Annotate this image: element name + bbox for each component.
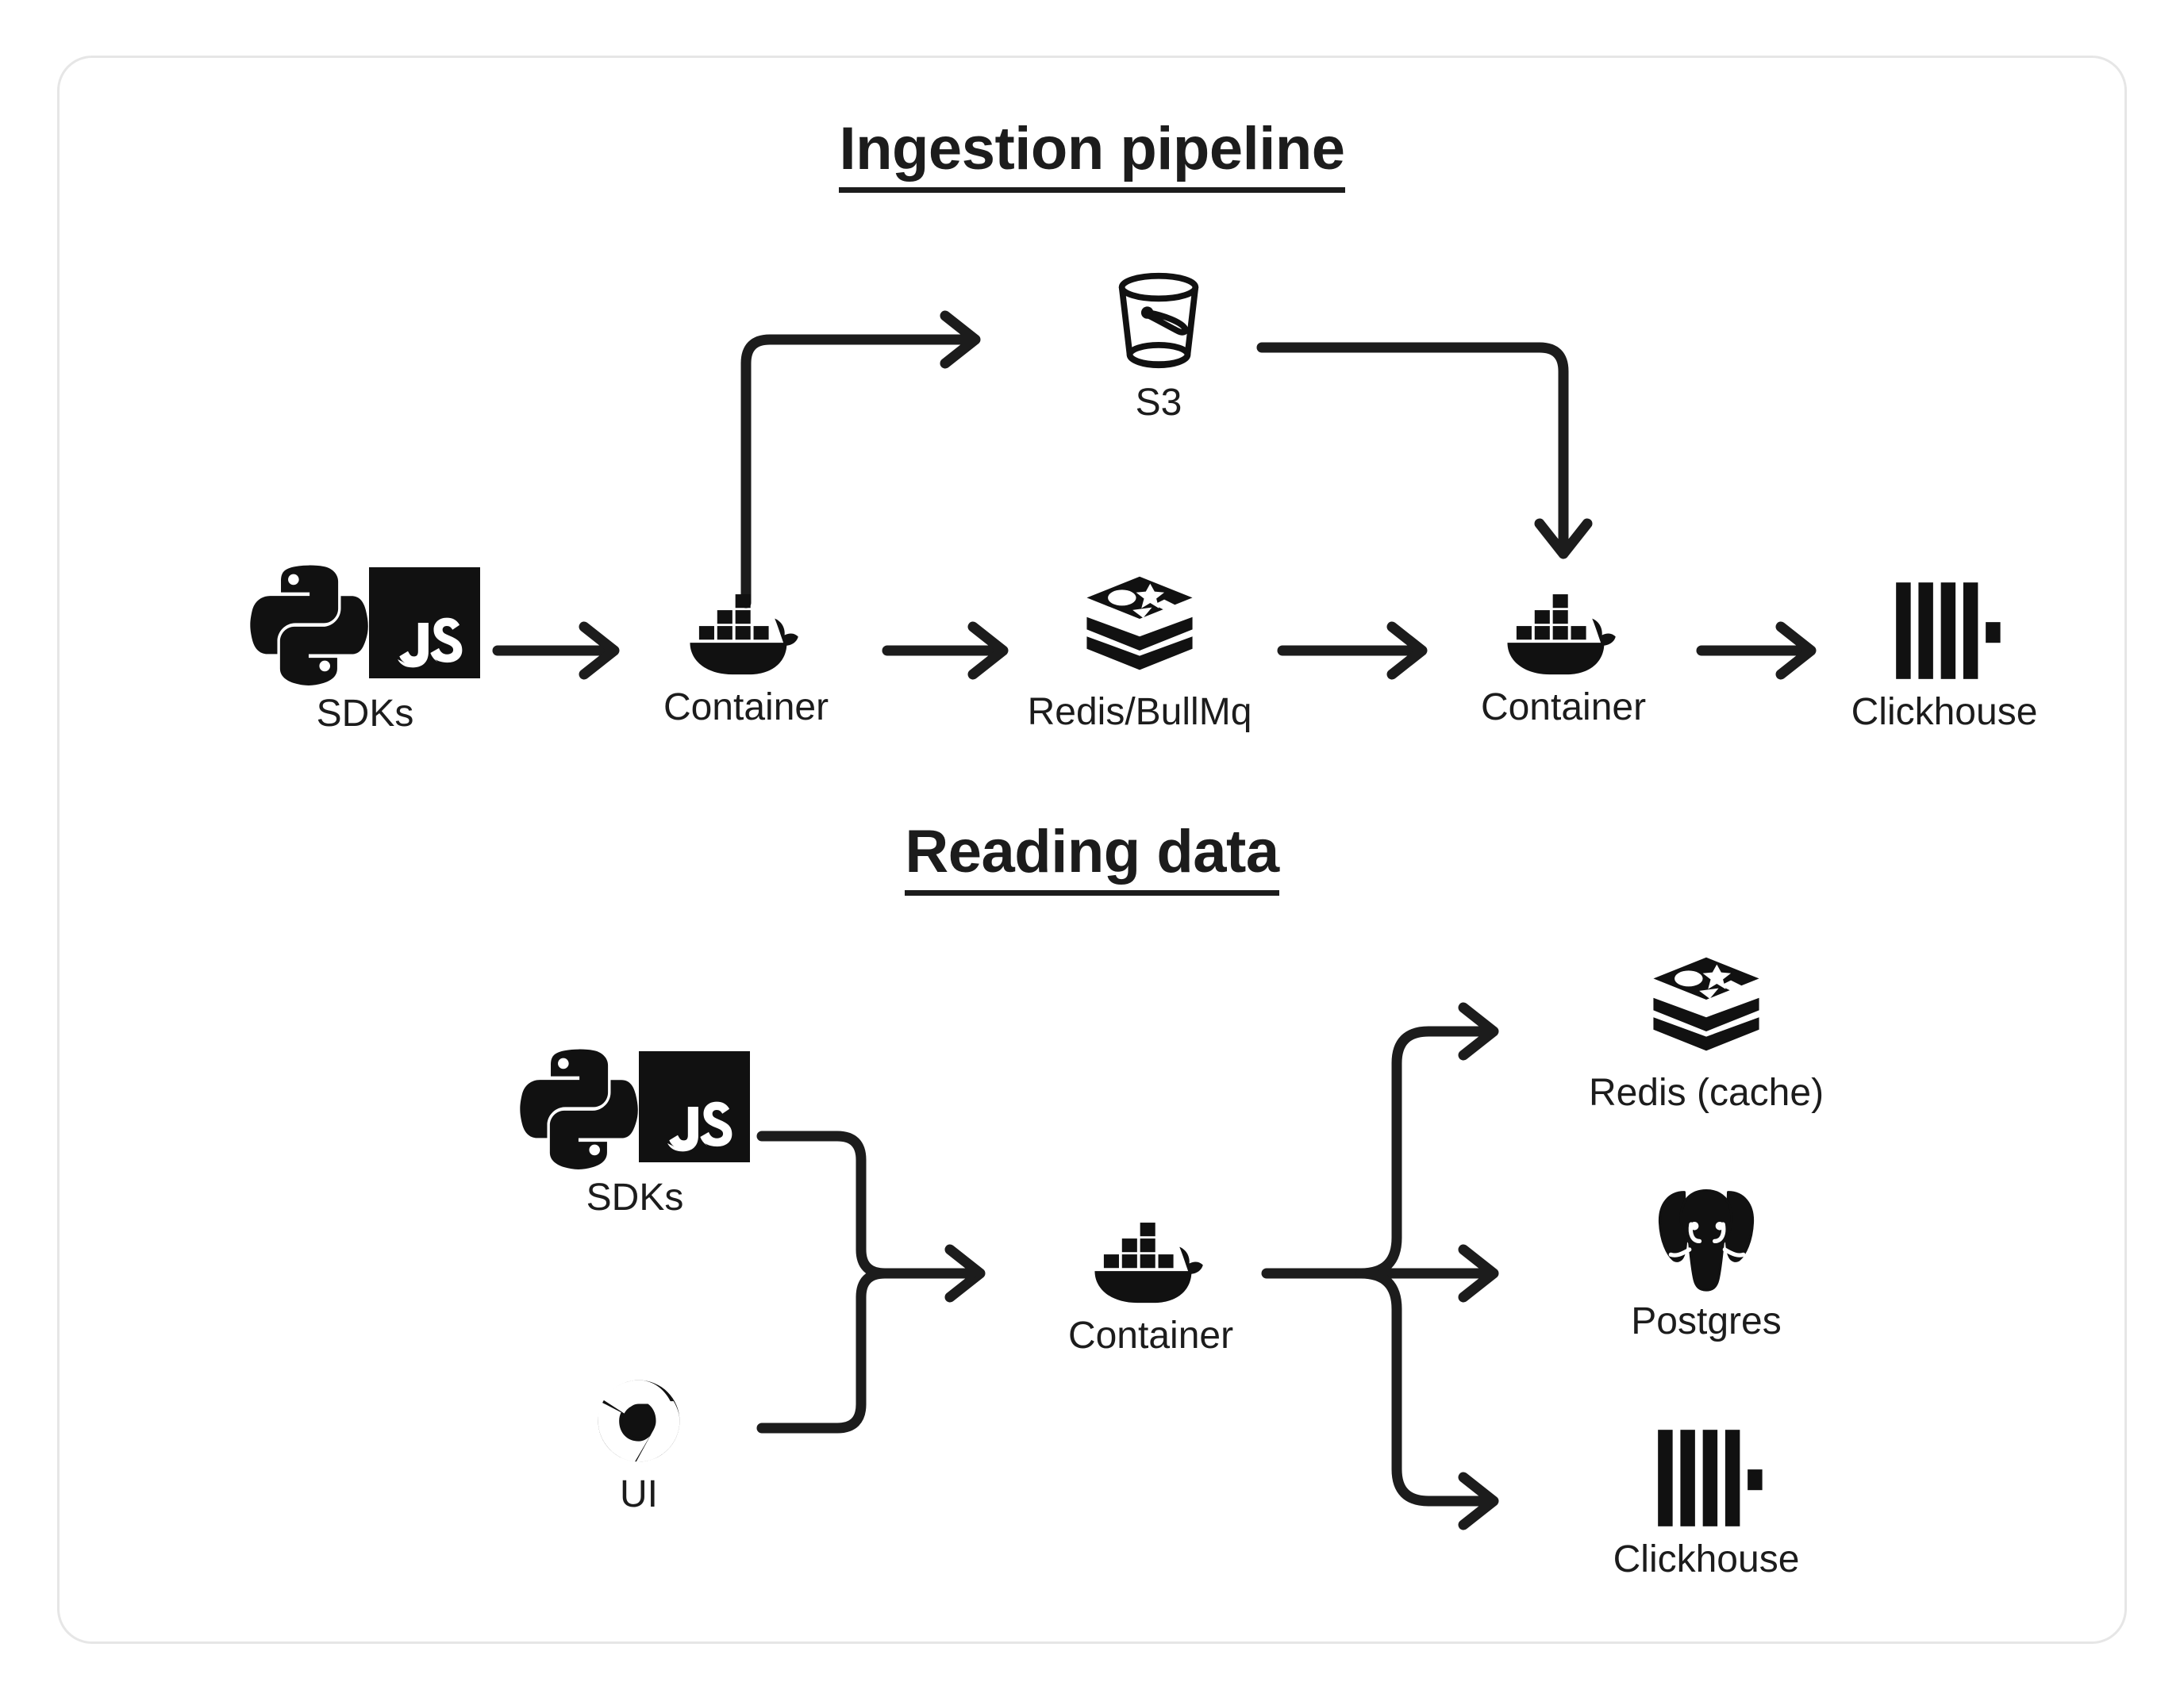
node-postgres[interactable]: Postgres [1548, 1182, 1865, 1343]
ui-icon-group [597, 1379, 681, 1463]
redis-icon [1650, 954, 1763, 1062]
node-container-ingestion-2[interactable]: Container [1444, 579, 1682, 729]
postgres-icon-group [1650, 1182, 1763, 1292]
node-label: Container [1480, 686, 1647, 728]
node-container-reading[interactable]: Container [1032, 1208, 1270, 1357]
sdks-icon-group [520, 1047, 750, 1169]
clickhouse-icon [1894, 581, 2001, 681]
chrome-icon [597, 1379, 681, 1463]
redis-icon-group [1083, 573, 1196, 681]
javascript-icon [369, 567, 480, 678]
python-icon [520, 1047, 639, 1169]
ingestion-title-text: Ingestion pipeline [839, 119, 1345, 193]
node-sdks-reading[interactable]: SDKs [508, 1047, 762, 1219]
node-container-ingestion-1[interactable]: Container [627, 579, 865, 729]
node-label: Postgres [1631, 1300, 1782, 1342]
redis-icon-group [1650, 954, 1763, 1062]
node-ui[interactable]: UI [548, 1379, 730, 1516]
docker-icon [1091, 1208, 1210, 1304]
python-icon [250, 563, 369, 685]
node-clickhouse-ingestion[interactable]: Clickhouse [1825, 581, 2063, 734]
docker-icon [1504, 579, 1623, 676]
node-redis-bullmq[interactable]: Redis/BullMq [1021, 573, 1259, 734]
section-title-reading: Reading data [0, 822, 2184, 896]
redis-icon [1083, 573, 1196, 681]
docker-icon-group [686, 579, 806, 676]
node-sdks-ingestion[interactable]: SDKs [238, 563, 492, 735]
node-label: SDKs [316, 693, 414, 735]
section-title-ingestion: Ingestion pipeline [0, 119, 2184, 193]
sdks-icon-group [250, 563, 480, 685]
docker-icon-group [1091, 1208, 1210, 1304]
docker-icon [686, 579, 806, 676]
javascript-icon [639, 1051, 750, 1162]
postgres-icon [1650, 1182, 1763, 1292]
docker-icon-group [1504, 579, 1623, 676]
node-label: UI [620, 1473, 658, 1515]
clickhouse-icon-group [1894, 581, 2001, 681]
node-label: Redis/BullMq [1027, 691, 1252, 733]
diagram-card [57, 56, 2127, 1644]
s3-icon-group [1109, 270, 1209, 371]
s3-bucket-icon [1109, 270, 1209, 371]
reading-title-text: Reading data [905, 822, 1279, 896]
clickhouse-icon [1655, 1428, 1763, 1528]
node-label: SDKs [586, 1177, 684, 1219]
node-label: Redis (cache) [1588, 1072, 1824, 1114]
node-label: Container [663, 686, 829, 728]
node-label: Clickhouse [1851, 691, 2038, 733]
node-clickhouse-reading[interactable]: Clickhouse [1548, 1428, 1865, 1581]
node-label: S3 [1135, 382, 1182, 424]
node-s3[interactable]: S3 [1040, 270, 1278, 424]
node-label: Container [1067, 1315, 1234, 1357]
node-label: Clickhouse [1613, 1538, 1800, 1580]
clickhouse-icon-group [1655, 1428, 1763, 1528]
node-redis-cache[interactable]: Redis (cache) [1532, 954, 1881, 1115]
